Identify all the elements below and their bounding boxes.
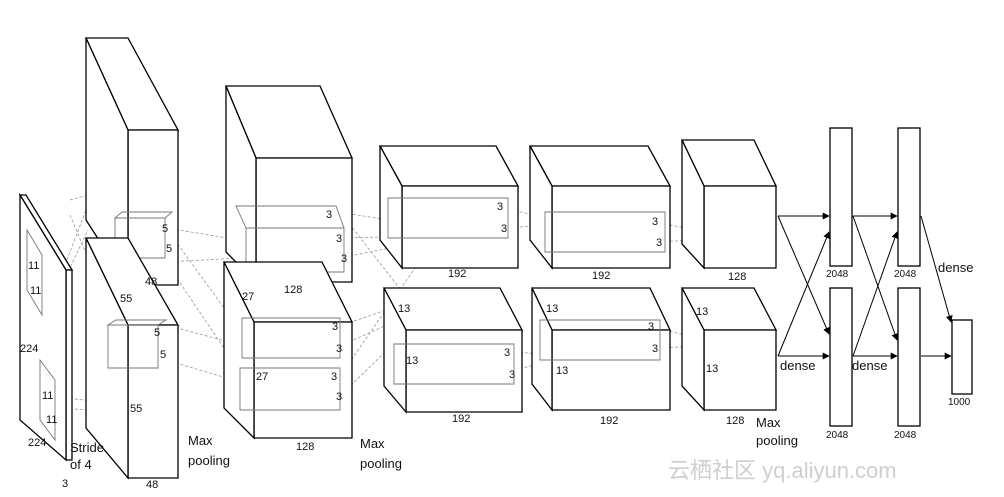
conv1-kernel-a: 5 bbox=[162, 223, 168, 235]
dense-arrows bbox=[777, 212, 953, 360]
conv1-kernel-d: 5 bbox=[160, 349, 166, 361]
conv3-block-top bbox=[378, 145, 520, 270]
conv2-kernel-g: 3 bbox=[336, 391, 342, 403]
fc-layers bbox=[829, 127, 973, 427]
conv4-kernel-b: 3 bbox=[656, 237, 662, 249]
conv1-size-b: 55 bbox=[130, 403, 142, 415]
conv3-size: 13 bbox=[398, 303, 410, 315]
fc1-bottom-label: 2048 bbox=[826, 430, 849, 441]
pool2-label-1: Max bbox=[360, 436, 385, 451]
conv3-kernel-d: 3 bbox=[509, 369, 515, 381]
conv1-kernel-c: 5 bbox=[154, 327, 160, 339]
conv4-block-top bbox=[528, 145, 672, 270]
input-image bbox=[18, 192, 74, 462]
conv3-depth-bottom: 192 bbox=[452, 413, 470, 425]
conv2-depth-bottom: 128 bbox=[296, 441, 314, 453]
conv3-kernel-a: 3 bbox=[497, 201, 503, 213]
dense-label-2: dense bbox=[852, 358, 887, 373]
output-layer bbox=[951, 319, 973, 395]
conv4-kernel-a: 3 bbox=[652, 216, 658, 228]
conv3-kernel-c: 3 bbox=[504, 347, 510, 359]
conv4-depth-top: 192 bbox=[592, 270, 610, 282]
fc2-bottom bbox=[897, 287, 921, 427]
pool1-label-2: pooling bbox=[188, 453, 230, 468]
pool1-label-1: Max bbox=[188, 433, 213, 448]
conv5-block-top bbox=[680, 139, 778, 270]
conv2-kernel-f: 3 bbox=[331, 371, 337, 383]
conv2-kernel-c: 3 bbox=[341, 253, 347, 265]
watermark: 云栖社区 yq.aliyun.com bbox=[668, 458, 897, 483]
conv5-block-bottom bbox=[680, 287, 778, 412]
conv3-size-b: 13 bbox=[406, 355, 418, 367]
conv2-block-bottom bbox=[222, 261, 354, 440]
fc1-top bbox=[829, 127, 853, 267]
conv2-size-b: 27 bbox=[256, 371, 268, 383]
fc1-top-label: 2048 bbox=[826, 269, 849, 280]
input-channels: 3 bbox=[62, 478, 68, 490]
conv2-depth-top: 128 bbox=[284, 284, 302, 296]
dense-label-1: dense bbox=[780, 358, 815, 373]
conv1-size: 55 bbox=[120, 293, 132, 305]
fc2-top bbox=[897, 127, 921, 267]
conv5-size: 13 bbox=[696, 306, 708, 318]
stride-label-2: of 4 bbox=[70, 457, 92, 472]
labels: 11 11 11 11 224 224 3 Stride of 4 5 5 5 … bbox=[20, 201, 973, 491]
conv3-depth-top: 192 bbox=[448, 268, 466, 280]
input-kernel-11-a: 11 bbox=[28, 260, 39, 272]
input-height: 224 bbox=[20, 343, 38, 355]
conv4-kernel-d: 3 bbox=[652, 343, 658, 355]
conv2-kernel-d: 3 bbox=[332, 321, 338, 333]
stride-label-1: Stride bbox=[70, 440, 104, 455]
input-kernel-11-c: 11 bbox=[42, 390, 53, 402]
conv5-depth-bottom: 128 bbox=[726, 415, 744, 427]
conv5-size-b: 13 bbox=[706, 363, 718, 375]
input-kernel-11-d: 11 bbox=[46, 414, 57, 426]
conv2-kernel-a: 3 bbox=[326, 209, 332, 221]
conv2-kernel-e: 3 bbox=[336, 343, 342, 355]
output-label: 1000 bbox=[948, 397, 971, 408]
conv1-block-bottom bbox=[84, 237, 180, 480]
conv2-size: 27 bbox=[242, 291, 254, 303]
input-width: 224 bbox=[28, 437, 46, 449]
conv4-block-bottom bbox=[530, 287, 672, 412]
fc2-bottom-label: 2048 bbox=[894, 430, 917, 441]
conv1-kernel-b: 5 bbox=[166, 243, 172, 255]
pool3-label-2: pooling bbox=[756, 433, 798, 448]
dense-label-3: dense bbox=[938, 260, 973, 275]
conv4-kernel-c: 3 bbox=[648, 321, 654, 333]
input-kernel-11-b: 11 bbox=[30, 285, 41, 297]
conv3-block-bottom bbox=[382, 287, 524, 414]
fc1-bottom bbox=[829, 287, 853, 427]
conv4-depth-bottom: 192 bbox=[600, 415, 618, 427]
conv4-size-b: 13 bbox=[556, 365, 568, 377]
conv4-size: 13 bbox=[546, 303, 558, 315]
pool3-label-1: Max bbox=[756, 415, 781, 430]
conv3-kernel-b: 3 bbox=[501, 223, 507, 235]
conv1-depth-bottom: 48 bbox=[146, 479, 158, 491]
conv2-block-top bbox=[225, 85, 354, 284]
pool2-label-2: pooling bbox=[360, 456, 402, 471]
conv5-depth-top: 128 bbox=[728, 271, 746, 283]
fc2-top-label: 2048 bbox=[894, 269, 917, 280]
conv2-kernel-b: 3 bbox=[336, 233, 342, 245]
conv1-depth-top: 48 bbox=[145, 276, 157, 288]
